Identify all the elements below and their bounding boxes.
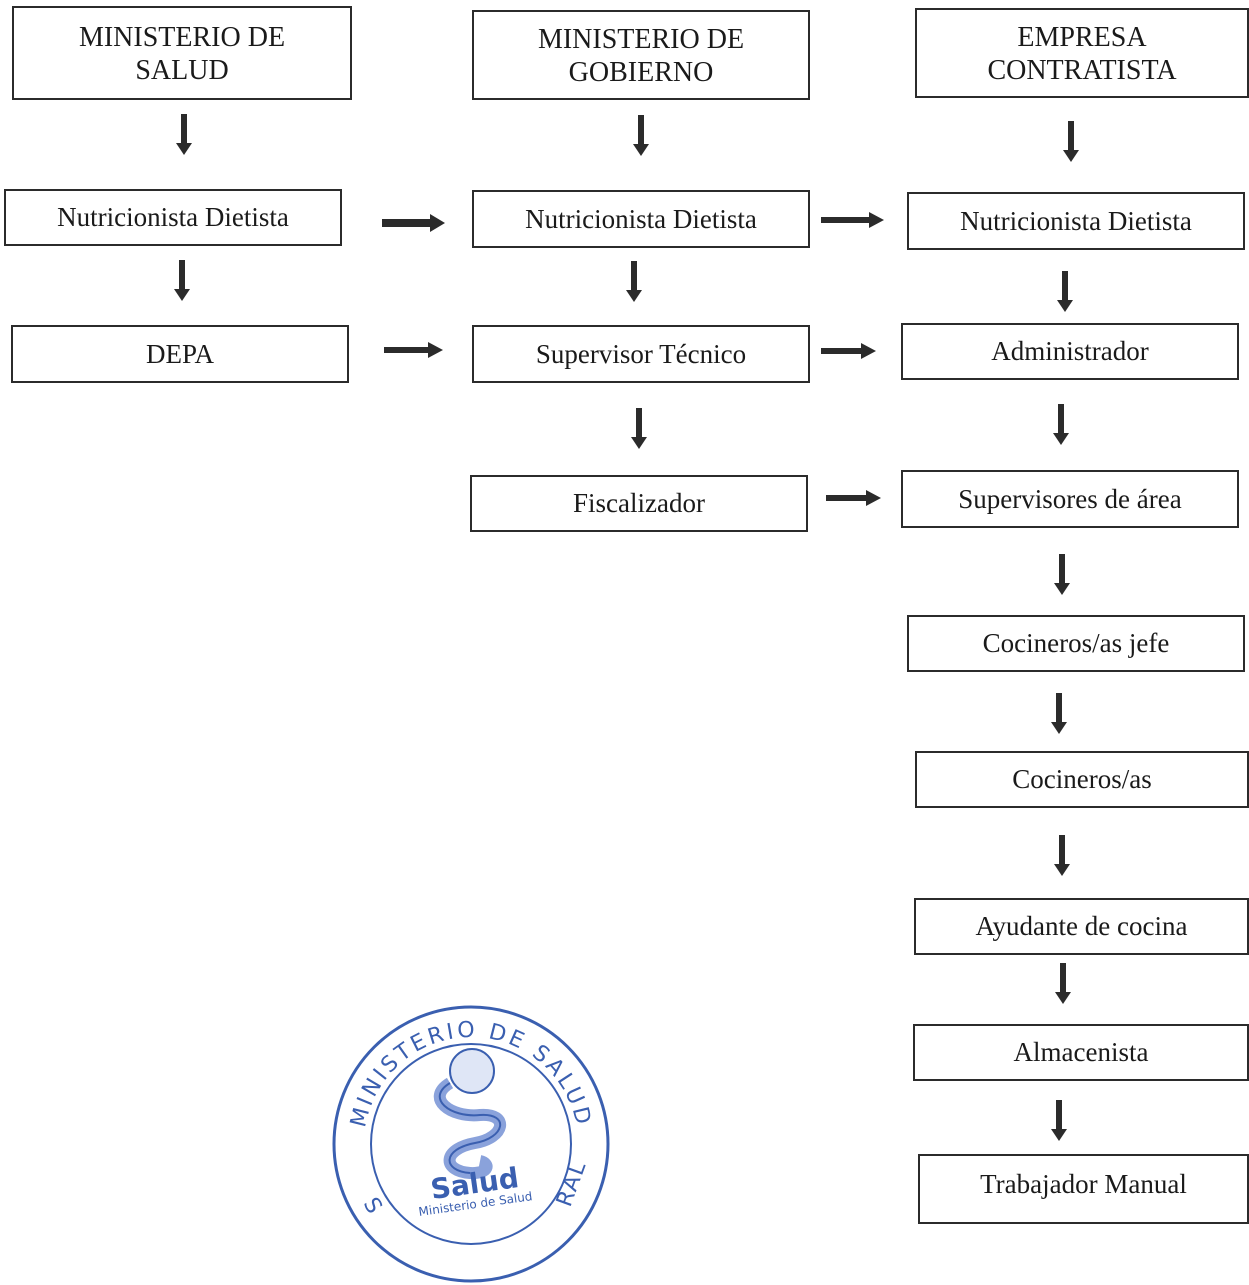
node-cocineros-jefe-label: Cocineros/as jefe (982, 628, 1170, 658)
arrow-down-icon (626, 261, 642, 302)
node-cocineros-jefe: Cocineros/as jefe (907, 615, 1245, 672)
node-gobierno-nutricionista: Nutricionista Dietista (472, 190, 810, 248)
node-depa-label: DEPA (145, 338, 215, 369)
arrow-down-icon (176, 114, 192, 155)
header-ministerio-gobierno: MINISTERIO DE GOBIERNO (472, 10, 810, 100)
node-ayudante-cocina-label: Ayudante de cocina (975, 911, 1188, 941)
node-salud-nutricionista-label: Nutricionista Dietista (57, 202, 289, 232)
arrow-right-icon (821, 212, 884, 228)
node-supervisores-area: Supervisores de área (901, 470, 1239, 528)
arrow-down-icon (633, 115, 649, 156)
arrow-down-icon (1051, 693, 1067, 734)
node-supervisor-tecnico: Supervisor Técnico (472, 325, 810, 383)
node-depa: DEPA (11, 325, 349, 383)
node-salud-nutricionista: Nutricionista Dietista (4, 189, 342, 246)
arrow-down-icon (1051, 1100, 1067, 1141)
header-ministerio-salud-label: MINISTERIO DE SALUD (78, 22, 286, 86)
arrow-down-icon (1057, 271, 1073, 312)
node-cocineros: Cocineros/as (915, 751, 1249, 808)
arrow-right-icon (382, 214, 445, 232)
node-fiscalizador: Fiscalizador (470, 475, 808, 532)
header-ministerio-salud: MINISTERIO DE SALUD (12, 6, 352, 100)
node-supervisor-tecnico-label: Supervisor Técnico (535, 338, 747, 369)
seal-bottom-left-fragment: S (358, 1194, 387, 1219)
serpent-emblem-icon (433, 1048, 506, 1180)
arrow-down-icon (1054, 554, 1070, 595)
node-empresa-nutricionista: Nutricionista Dietista (907, 192, 1245, 250)
arrow-down-icon (1063, 121, 1079, 162)
node-supervisores-area-label: Supervisores de área (958, 483, 1182, 514)
node-gobierno-nutricionista-label: Nutricionista Dietista (525, 203, 757, 234)
node-ayudante-cocina: Ayudante de cocina (914, 898, 1249, 955)
node-trabajador-manual: Trabajador Manual (918, 1154, 1249, 1224)
node-administrador: Administrador (901, 323, 1239, 380)
node-almacenista: Almacenista (913, 1024, 1249, 1081)
node-trabajador-manual-label: Trabajador Manual (980, 1169, 1187, 1199)
arrow-right-icon (821, 343, 876, 359)
arrow-down-icon (1055, 963, 1071, 1004)
node-empresa-nutricionista-label: Nutricionista Dietista (960, 205, 1192, 236)
node-administrador-label: Administrador (991, 336, 1149, 366)
arrow-right-icon (384, 342, 443, 358)
org-chart: MINISTERIO DE SALUD MINISTERIO DE GOBIER… (4, 6, 1249, 1283)
arrow-down-icon (631, 408, 647, 449)
arrow-right-icon (826, 490, 881, 506)
arrow-down-icon (174, 260, 190, 301)
header-ministerio-gobierno-label: MINISTERIO DE GOBIERNO (537, 24, 745, 88)
header-empresa-contratista-label: EMPRESA CONTRATISTA (987, 22, 1177, 86)
header-empresa-contratista: EMPRESA CONTRATISTA (915, 8, 1249, 98)
node-almacenista-label: Almacenista (1013, 1037, 1149, 1067)
arrow-down-icon (1053, 404, 1069, 445)
arrow-down-icon (1054, 835, 1070, 876)
node-fiscalizador-label: Fiscalizador (573, 488, 705, 518)
node-cocineros-label: Cocineros/as (1012, 764, 1152, 794)
seal-bottom-right-fragment: RAL (552, 1157, 592, 1210)
ministry-seal-stamp: MINISTERIO DE SALUD Salud Ministerio de … (332, 1005, 610, 1283)
